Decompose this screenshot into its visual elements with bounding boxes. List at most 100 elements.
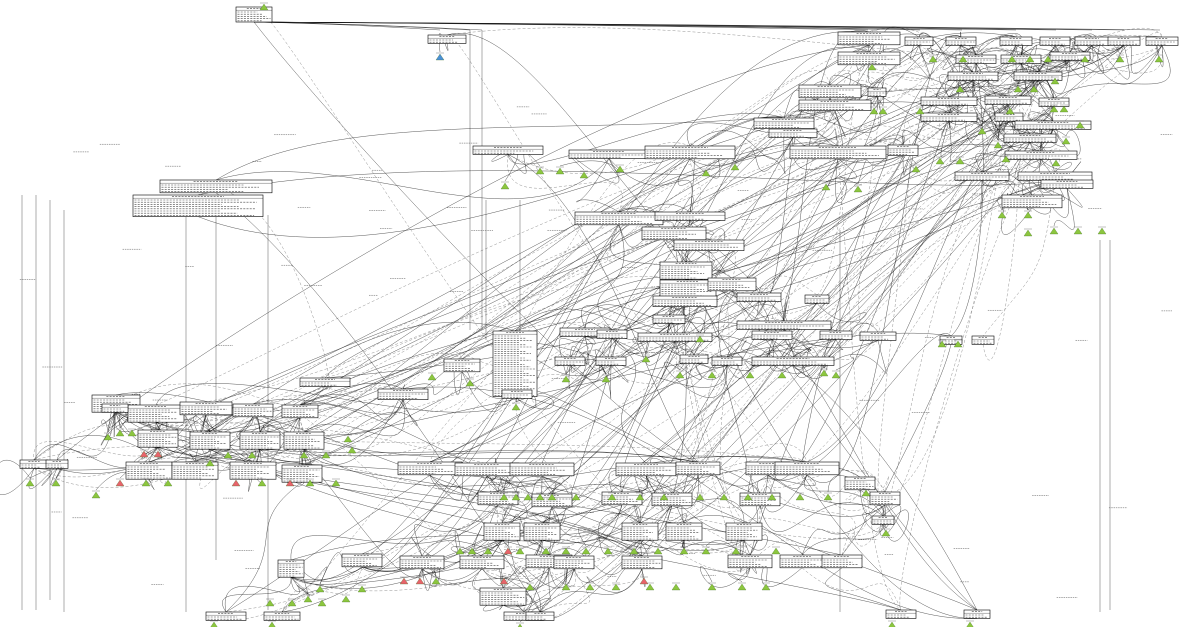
fallthrough-edge: [708, 250, 745, 524]
fallthrough-edge: [33, 441, 159, 461]
fallthrough-edge: [1037, 45, 1163, 74]
graph-node: [984, 95, 1032, 105]
branch-edge: [952, 63, 977, 91]
terminal-triangle: [861, 489, 871, 497]
graph-node: [727, 554, 773, 569]
terminal-triangle: [499, 493, 509, 501]
fail-terminal: [503, 546, 513, 555]
node-box: [819, 330, 853, 340]
terminal-triangle: [659, 493, 669, 501]
success-terminal: [1097, 226, 1107, 235]
branch-edge: [115, 412, 699, 463]
success-terminal: [601, 374, 611, 383]
success-terminal: [347, 445, 357, 454]
terminal-triangle: [915, 107, 925, 115]
branch-edge: [347, 399, 418, 435]
terminal-triangle: [1154, 55, 1164, 63]
fallthrough-edge: [1069, 44, 1093, 53]
graph-node: [753, 117, 815, 129]
node-box: [125, 461, 173, 480]
branch-edge: [299, 403, 745, 545]
terminal-triangle: [671, 583, 681, 591]
node-box: [804, 294, 830, 304]
terminal-triangle: [737, 583, 747, 591]
terminal-triangle: [265, 599, 275, 607]
success-terminal: [223, 450, 233, 459]
success-terminal: [163, 478, 173, 487]
fail-terminal: [285, 478, 295, 487]
success-terminal: [1001, 154, 1011, 163]
node-box: [137, 429, 179, 448]
terminal-triangle: [141, 479, 151, 487]
success-terminal: [629, 546, 639, 555]
branch-edge: [56, 44, 870, 461]
fallthrough-edge: [507, 154, 623, 213]
node-box: [477, 491, 519, 506]
terminal-triangle: [347, 446, 357, 454]
node-box: [1145, 36, 1179, 46]
fallthrough-edge: [259, 50, 870, 454]
branch-edge: [551, 294, 686, 509]
node-box: [904, 36, 934, 46]
success-terminal: [915, 106, 925, 115]
terminal-triangle: [629, 547, 639, 555]
success-terminal: [465, 378, 475, 387]
branch-edge: [548, 567, 569, 588]
graph-node: [1049, 51, 1091, 61]
terminal-triangle: [431, 577, 441, 585]
success-terminal: [541, 546, 551, 555]
terminal-triangle: [997, 211, 1007, 219]
node-box: [798, 84, 862, 99]
branch-edge: [689, 130, 794, 160]
success-terminal: [1059, 104, 1069, 113]
success-terminal: [141, 478, 151, 487]
node-box: [1004, 150, 1078, 160]
graph-node: [798, 99, 872, 111]
success-terminal: [731, 546, 741, 555]
graph-node: [1003, 133, 1057, 143]
terminal-triangle: [1001, 155, 1011, 163]
node-box: [19, 459, 49, 469]
node-box: [774, 461, 840, 476]
branch-edge: [215, 192, 541, 613]
success-terminal: [357, 584, 367, 593]
branch-edge: [816, 303, 867, 332]
graph-node: [277, 559, 305, 578]
fallthrough-edge: [783, 102, 950, 146]
graph-node: [675, 461, 721, 476]
branch-edge: [531, 504, 623, 524]
branch-edge: [825, 567, 902, 611]
branch-edge: [197, 170, 1056, 196]
branch-edge: [825, 158, 847, 203]
branch-edge: [56, 322, 516, 474]
success-terminal: [455, 546, 465, 555]
success-terminal: [1061, 136, 1071, 145]
fallthrough-edge: [689, 121, 950, 213]
graph-node: [999, 36, 1033, 46]
fallthrough-edge: [33, 412, 117, 461]
fallthrough-edge: [197, 190, 330, 390]
fallthrough-edge: [155, 63, 1022, 406]
graph-node: [659, 261, 713, 280]
graph-node: [652, 295, 718, 307]
node-box: [229, 461, 277, 480]
fallthrough-edge: [806, 474, 890, 511]
fail-terminal: [115, 478, 125, 487]
graph-node: [751, 356, 835, 366]
graph-node: [947, 71, 999, 81]
success-terminal: [777, 370, 787, 379]
branch-edge: [429, 129, 1054, 463]
branch-edge: [361, 45, 920, 555]
branch-edge: [559, 338, 613, 375]
terminal-triangle: [881, 529, 891, 537]
branch-edge: [107, 409, 116, 438]
node-box: [885, 609, 917, 619]
terminal-triangle: [561, 583, 571, 591]
success-terminal: [771, 546, 781, 555]
terminal-triangle: [579, 171, 589, 179]
terminal-triangle: [399, 577, 409, 585]
node-box: [205, 611, 247, 621]
fallthrough-edge: [981, 159, 1042, 196]
node-box: [1013, 71, 1063, 81]
graph-node: [963, 609, 991, 619]
